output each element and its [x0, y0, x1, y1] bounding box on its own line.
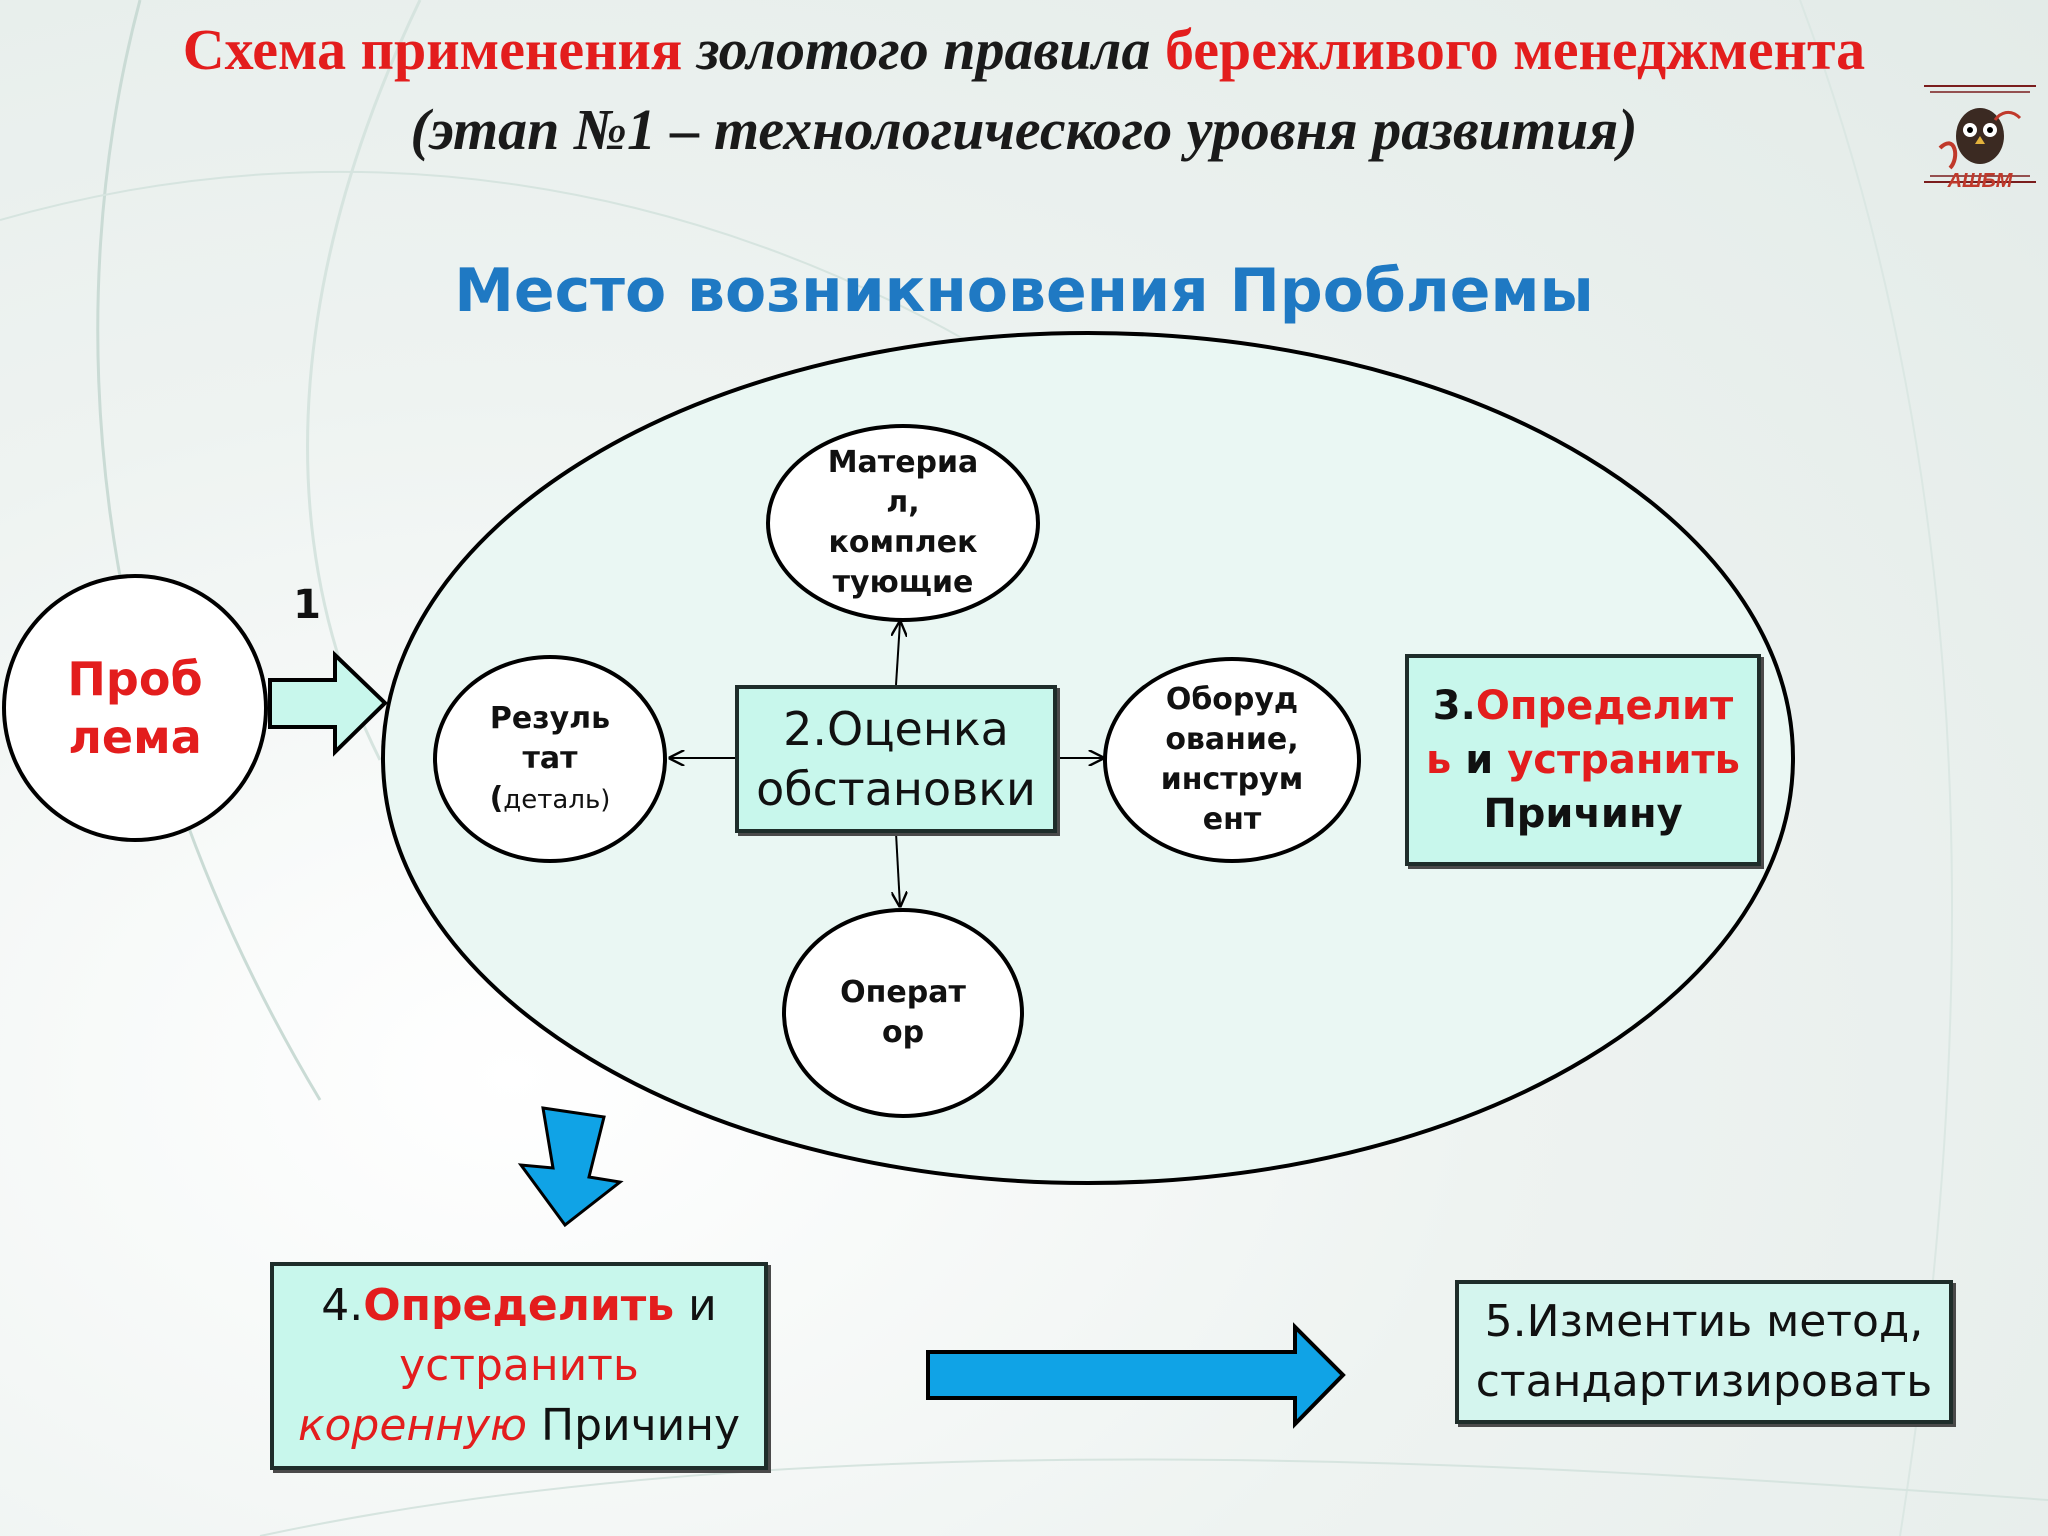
operator-line2: ор: [881, 1015, 925, 1050]
equipment-line2: ование,: [1165, 722, 1299, 757]
arrow-label-1: 1: [293, 582, 321, 628]
step5-box: 5.Изментиь метод, стандартизировать: [1455, 1280, 1953, 1424]
logo: АШБМ: [1920, 78, 2040, 198]
step4-word-cause: Причину: [527, 1400, 741, 1451]
step4-number: 4.: [321, 1280, 364, 1331]
result-line3: (деталь): [490, 779, 611, 820]
step4-box: 4.Определить и устранить коренную Причин…: [270, 1262, 768, 1470]
result-circle: Резуль тат (деталь): [433, 655, 667, 863]
step3-word-and: и: [1451, 737, 1508, 783]
page-title-line1: Схема применения золотого правила бережл…: [0, 16, 2048, 83]
logo-caption: АШБМ: [1947, 170, 2013, 192]
owl-emblem-icon: [1924, 85, 2036, 183]
problem-line1: Проб: [67, 652, 203, 706]
assessment-line1: 2.Оценка: [783, 702, 1009, 756]
step3-word-eliminate: устранить: [1507, 737, 1740, 783]
result-paren: (: [489, 780, 504, 816]
step3-word-determine-end: ь: [1426, 737, 1452, 783]
result-line2: тат: [522, 740, 578, 776]
operator-circle: Операт ор: [782, 908, 1024, 1118]
problem-line2: лема: [68, 710, 202, 764]
material-line3: комплек: [828, 525, 978, 560]
equipment-line3: инструм: [1160, 762, 1304, 797]
material-line1: Материа: [827, 445, 979, 480]
arrow-to-material: [896, 622, 900, 686]
step4-word-and: и: [674, 1280, 717, 1331]
result-detail: деталь): [503, 784, 611, 815]
assessment-line2: обстановки: [756, 762, 1036, 816]
step3-word-determine: Определит: [1475, 683, 1734, 729]
material-line4: тующие: [832, 565, 974, 600]
step3-box: 3.Определит ь и устранить Причину: [1405, 654, 1761, 866]
step4-word-determine: Определить: [363, 1280, 675, 1331]
equipment-circle: Оборуд ование, инструм ент: [1103, 657, 1361, 863]
result-line1: Резуль: [489, 700, 611, 736]
diagram-subtitle: Место возникновения Проблемы: [454, 256, 1594, 326]
page-title-line2: (этап №1 – технологического уровня разви…: [410, 97, 1638, 162]
equipment-line4: ент: [1202, 802, 1262, 837]
step3-number: 3.: [1432, 683, 1476, 729]
title-part-2: золотого правила: [696, 17, 1165, 82]
problem-arrow: [268, 650, 388, 757]
arrow-to-operator: [896, 832, 900, 906]
step3-word-cause: Причину: [1483, 791, 1683, 837]
material-circle: Материа л, комплек тующие: [766, 424, 1040, 622]
blue-right-arrow: [926, 1322, 1346, 1429]
step5-line2: стандартизировать: [1475, 1356, 1933, 1407]
problem-circle: Проб лема: [2, 574, 268, 842]
step5-line1: 5.Изментиь метод,: [1484, 1296, 1924, 1347]
equipment-line1: Оборуд: [1165, 682, 1299, 717]
blue-down-arrow: [517, 1106, 624, 1228]
title-part-3: бережливого менеджмента: [1164, 17, 1866, 82]
step4-word-root: коренную: [297, 1400, 528, 1451]
operator-line1: Операт: [840, 975, 966, 1010]
title-part-1: Схема применения: [182, 17, 697, 82]
step4-word-eliminate: устранить: [399, 1340, 639, 1391]
material-line2: л,: [886, 485, 920, 520]
assessment-box: 2.Оценка обстановки: [735, 685, 1057, 833]
